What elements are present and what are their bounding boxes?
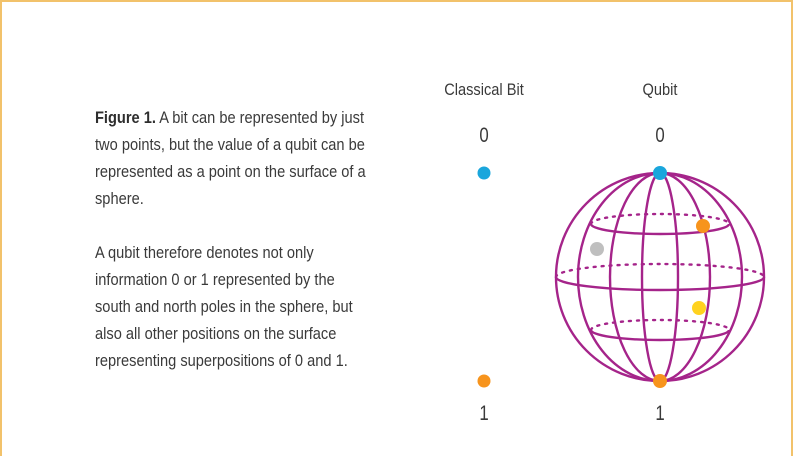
qubit-one-point	[653, 374, 667, 388]
meridian-inner	[640, 171, 680, 383]
classical-bit-zero-label: 0	[479, 124, 488, 147]
qubit-title: Qubit	[643, 81, 678, 99]
classical-bit-zero-point	[477, 166, 491, 180]
caption-text-1: A bit can be represented by just two poi…	[95, 108, 366, 208]
equator-back	[554, 262, 766, 279]
sphere-outline	[554, 171, 766, 383]
superposition-point-yellow	[692, 301, 706, 315]
caption-paragraph-1: Figure 1. A bit can be represented by ju…	[95, 104, 370, 212]
superposition-point-orange	[696, 219, 710, 233]
figure-caption: Figure 1. A bit can be represented by ju…	[95, 104, 370, 401]
latitude-lower-front	[589, 329, 731, 342]
classical-bit-one-point	[477, 374, 491, 388]
superposition-point-gray	[590, 242, 604, 256]
meridian-outer	[576, 171, 744, 383]
classical-bit-one-label: 1	[479, 402, 488, 425]
classical-bit-title: Classical Bit	[444, 81, 524, 99]
meridian-middle	[608, 171, 712, 383]
latitude-upper-back	[589, 212, 731, 226]
caption-paragraph-2: A qubit therefore denotes not only infor…	[95, 243, 353, 370]
figure-label: Figure 1.	[95, 108, 156, 127]
qubit-zero-label: 0	[655, 124, 664, 147]
qubit-zero-point	[653, 166, 667, 180]
latitude-upper-front	[589, 223, 731, 236]
latitude-lower-back	[589, 318, 731, 332]
bloch-sphere	[554, 171, 766, 383]
qubit-one-label: 1	[655, 402, 664, 425]
equator-front	[554, 276, 766, 292]
